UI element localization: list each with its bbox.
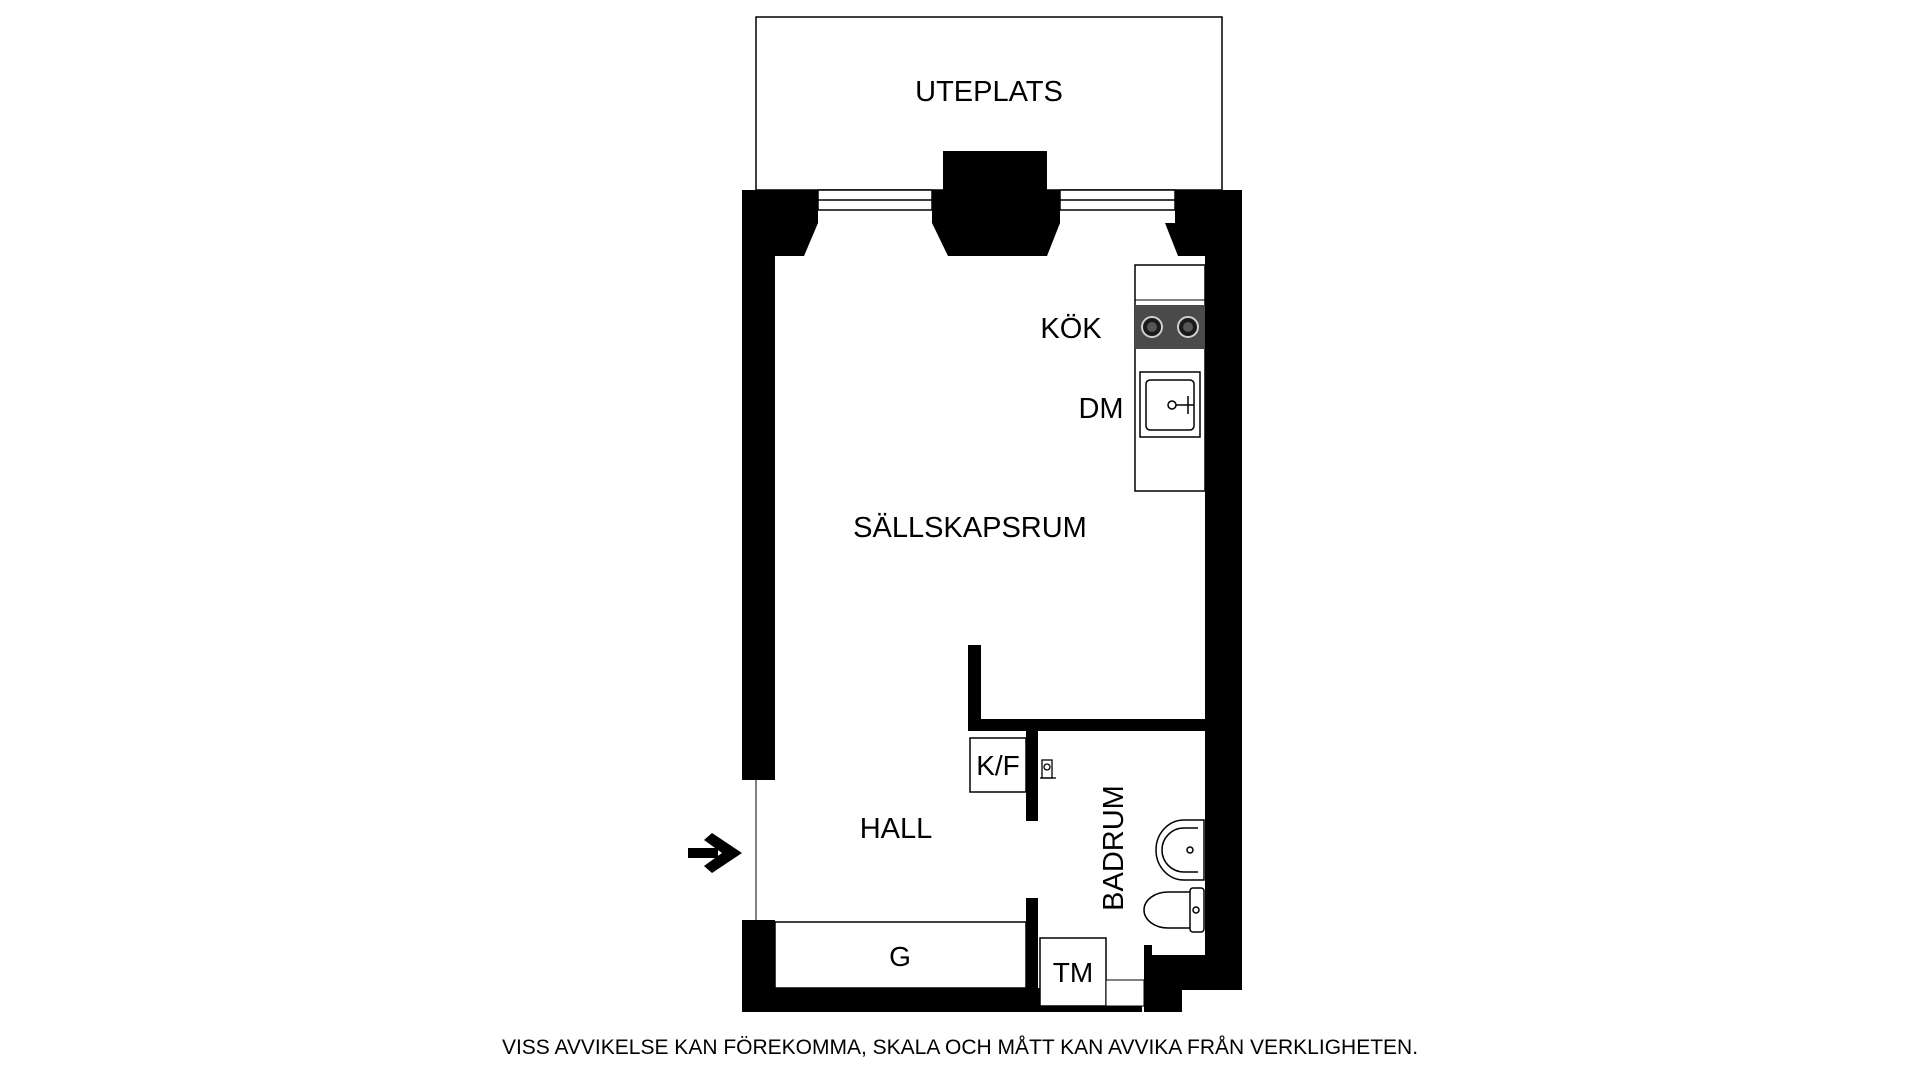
bathroom-sink-icon	[1155, 819, 1205, 881]
room-label-kf: K/F	[976, 750, 1020, 781]
wardrobe-g	[774, 921, 1027, 989]
disclaimer-text: VISS AVVIKELSE KAN FÖREKOMMA, SKALA OCH …	[501, 1036, 1419, 1059]
window-left	[817, 189, 933, 211]
room-label-badrum: BADRUM	[1098, 785, 1130, 911]
entrance-arrow-icon	[688, 833, 742, 873]
washing-machine-side	[1105, 979, 1145, 1007]
tap-icon	[1040, 759, 1056, 779]
room-label-tm: TM	[1053, 957, 1093, 988]
washing-machine-tm	[1039, 937, 1107, 1007]
chimney-block	[943, 151, 1047, 191]
room-label-dm: DM	[1078, 393, 1123, 425]
fridge-freezer-kf	[969, 737, 1027, 793]
sink-icon	[1139, 371, 1201, 438]
room-label-kok: KÖK	[1040, 313, 1102, 345]
window-right	[1059, 189, 1176, 211]
room-label-hall: HALL	[860, 813, 933, 845]
room-label-uteplats: UTEPLATS	[915, 76, 1063, 108]
room-label-g: G	[889, 941, 911, 972]
kitchen-counter	[1134, 264, 1206, 492]
interior-walls	[968, 645, 1208, 995]
toilet-icon	[1143, 887, 1205, 933]
room-label-sallskapsrum: SÄLLSKAPSRUM	[853, 512, 1087, 544]
stove-icon	[1135, 305, 1205, 349]
